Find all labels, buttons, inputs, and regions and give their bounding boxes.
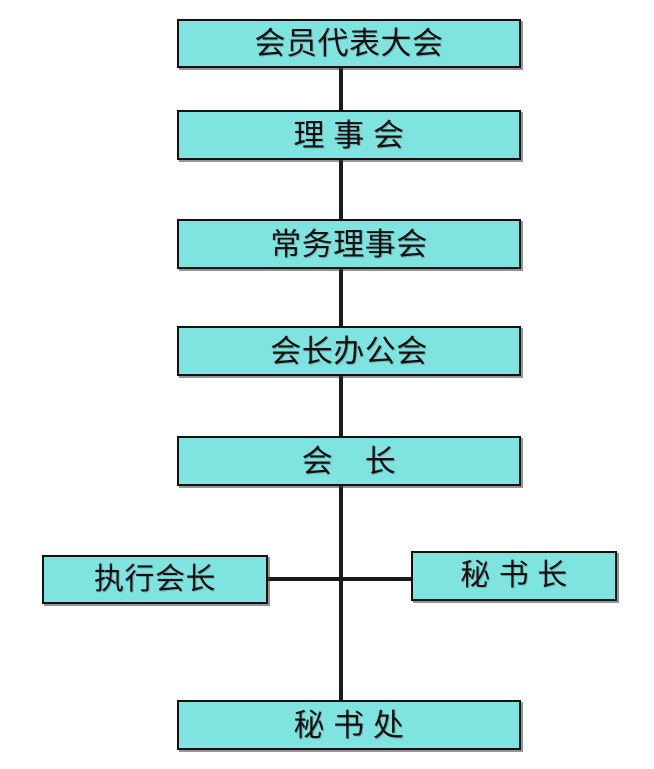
connector-president-to-secretariat bbox=[339, 484, 343, 702]
node-secretary-general[interactable]: 秘 书 长 bbox=[411, 551, 617, 601]
node-standing-council-label: 常务理事会 bbox=[270, 226, 428, 262]
node-president-office-label: 会长办公会 bbox=[270, 333, 428, 369]
node-assembly[interactable]: 会员代表大会 bbox=[177, 19, 521, 68]
node-executive-president[interactable]: 执行会长 bbox=[42, 555, 268, 604]
node-council-label: 理 事 会 bbox=[293, 117, 405, 153]
node-secretary-general-label: 秘 书 长 bbox=[460, 559, 568, 592]
node-executive-president-label: 执行会长 bbox=[94, 562, 216, 596]
node-president-office[interactable]: 会长办公会 bbox=[177, 326, 521, 376]
connector-standing-to-president-office bbox=[339, 267, 343, 328]
connector-assembly-to-council bbox=[339, 67, 343, 112]
connector-council-to-standing bbox=[339, 158, 343, 221]
node-assembly-label: 会员代表大会 bbox=[254, 26, 444, 61]
node-council[interactable]: 理 事 会 bbox=[177, 110, 521, 160]
node-standing-council[interactable]: 常务理事会 bbox=[177, 219, 521, 269]
connector-branch-horizontal bbox=[266, 577, 413, 581]
node-president[interactable]: 会 长 bbox=[177, 436, 521, 486]
node-president-label: 会 长 bbox=[301, 443, 397, 479]
connector-president-office-to-president bbox=[339, 374, 343, 438]
node-secretariat[interactable]: 秘 书 处 bbox=[177, 700, 521, 750]
node-secretariat-label: 秘 书 处 bbox=[293, 707, 405, 743]
